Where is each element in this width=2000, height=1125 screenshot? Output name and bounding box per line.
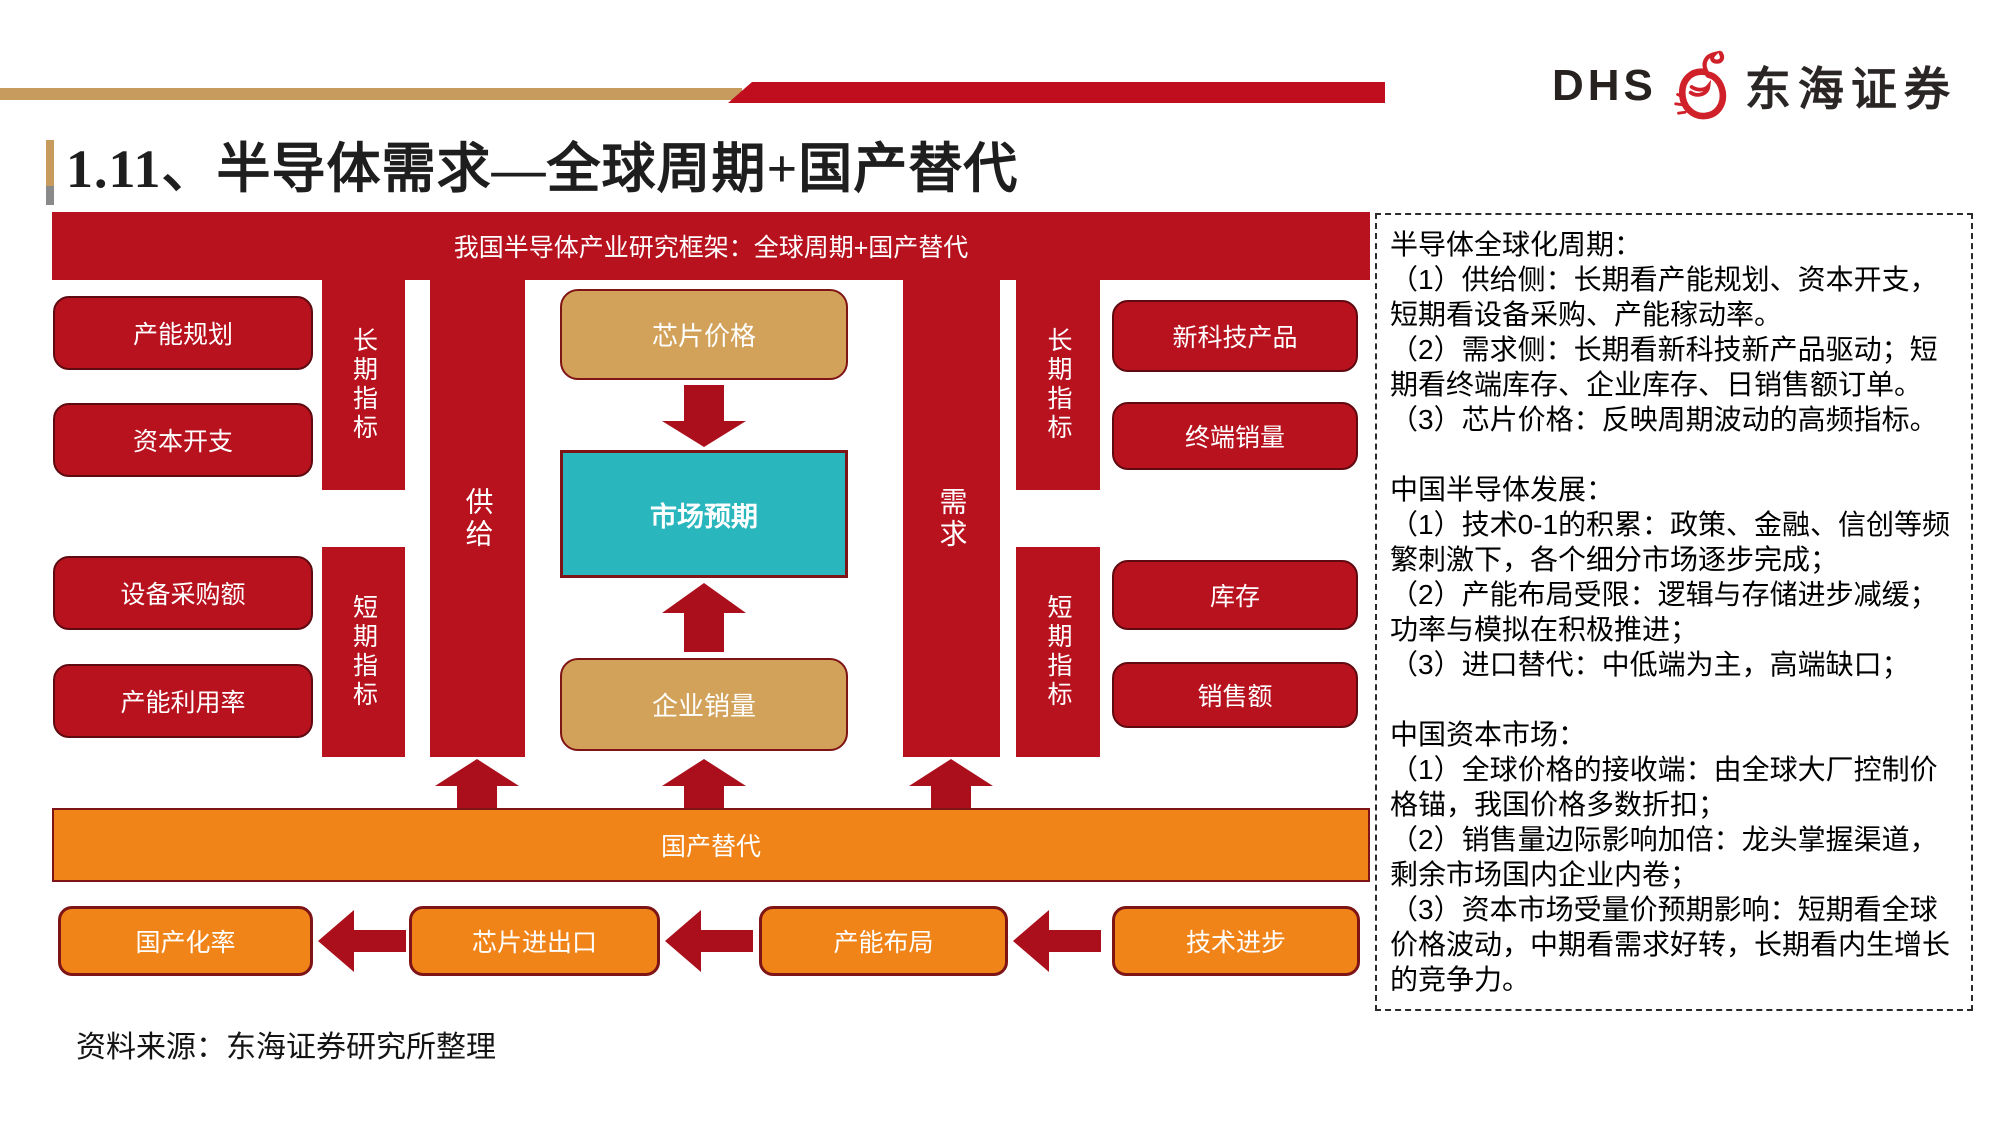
header-gold-bar	[0, 88, 742, 100]
short-term-indicator-left: 短期指标	[322, 547, 405, 757]
header-red-ribbon	[728, 82, 1385, 103]
page-title: 1.11、半导体需求—全球周期+国产替代	[66, 139, 1019, 199]
note-line: （2）销售量边际影响加倍：龙头掌握渠道，剩余市场国内企业内卷；	[1390, 824, 1938, 890]
box-tech-progress: 技术进步	[1112, 906, 1360, 976]
demand-column-label: 需求	[936, 486, 968, 551]
long-term-indicator-right: 长期指标	[1016, 280, 1100, 490]
note-section-global-cycle: 半导体全球化周期： （1）供给侧：长期看产能规划、资本开支，短期看设备采购、产能…	[1390, 227, 1961, 437]
note-section-china-development: 中国半导体发展： （1）技术0-1的积累：政策、金融、信创等频繁刺激下，各个细分…	[1390, 472, 1961, 682]
notes-panel: 半导体全球化周期： （1）供给侧：长期看产能规划、资本开支，短期看设备采购、产能…	[1375, 213, 1973, 1011]
arrow-up-icon	[662, 583, 746, 652]
domestic-substitution-banner: 国产替代	[52, 808, 1370, 882]
source-note: 资料来源：东海证券研究所整理	[76, 1031, 496, 1064]
arrow-down-icon	[662, 385, 746, 447]
left-arrow-3-icon	[1013, 910, 1101, 972]
brand-logo: DHS 东海证券	[1552, 44, 1957, 128]
note-line: （2）产能布局受限：逻辑与存储进步减缓；功率与模拟在积极推进；	[1390, 579, 1938, 645]
note-section-capital-market: 中国资本市场： （1）全球价格的接收端：由全球大厂控制价格锚，我国价格多数折扣；…	[1390, 717, 1961, 997]
short-term-indicator-left-label: 短期指标	[349, 594, 378, 710]
framework-banner: 我国半导体产业研究框架：全球周期+国产替代	[52, 212, 1370, 280]
dhs-wordmark: DHS	[1552, 61, 1657, 110]
note-line: （1）技术0-1的积累：政策、金融、信创等频繁刺激下，各个细分市场逐步完成；	[1390, 509, 1951, 575]
demand-column: 需求	[903, 280, 1000, 757]
title-accent-gray	[46, 186, 54, 205]
note-heading: 半导体全球化周期：	[1390, 229, 1643, 260]
note-line: （3）资本市场受量价预期影响：短期看全球价格波动，中期看需求好转，长期看内生增长…	[1390, 894, 1951, 995]
substitution-up-arrow-supply-icon	[435, 759, 519, 808]
box-capacity-utilization: 产能利用率	[53, 664, 313, 738]
short-term-indicator-right-label: 短期指标	[1044, 594, 1072, 710]
box-chip-import-export: 芯片进出口	[409, 906, 660, 976]
note-line: （1）全球价格的接收端：由全球大厂控制价格锚，我国价格多数折扣；	[1390, 754, 1938, 820]
box-capex: 资本开支	[53, 403, 313, 477]
box-equipment-purchase: 设备采购额	[53, 556, 313, 630]
box-inventory: 库存	[1112, 560, 1358, 630]
supply-column: 供给	[430, 280, 525, 757]
note-heading: 中国资本市场：	[1390, 719, 1587, 750]
box-new-tech-product: 新科技产品	[1112, 300, 1358, 372]
dragon-emblem-icon	[1671, 47, 1731, 125]
supply-column-label: 供给	[462, 486, 494, 551]
short-term-indicator-right: 短期指标	[1016, 547, 1100, 757]
title-accent-gold	[46, 140, 54, 186]
brand-cn-wordmark: 东海证券	[1744, 64, 1957, 115]
left-arrow-1-icon	[318, 910, 406, 972]
box-terminal-sales: 终端销量	[1112, 402, 1358, 470]
substitution-up-arrow-demand-icon	[909, 759, 993, 808]
left-arrow-2-icon	[665, 910, 753, 972]
note-heading: 中国半导体发展：	[1390, 474, 1615, 505]
long-term-indicator-left: 长期指标	[322, 280, 405, 490]
note-line: （3）芯片价格：反映周期波动的高频指标。	[1390, 404, 1938, 435]
note-line: （2）需求侧：长期看新科技新产品驱动；短期看终端库存、企业库存、日销售额订单。	[1390, 334, 1938, 400]
note-line: （1）供给侧：长期看产能规划、资本开支，短期看设备采购、产能稼动率。	[1390, 264, 1938, 330]
market-expectation-box: 市场预期	[560, 450, 848, 578]
box-capacity-planning: 产能规划	[53, 296, 313, 370]
chip-price-box: 芯片价格	[560, 289, 848, 380]
long-term-indicator-right-label: 长期指标	[1044, 327, 1072, 443]
box-capacity-layout: 产能布局	[759, 906, 1008, 976]
substitution-up-arrow-center-icon	[662, 759, 746, 808]
enterprise-sales-box: 企业销量	[560, 658, 848, 751]
box-sales-amount: 销售额	[1112, 662, 1358, 728]
note-line: （3）进口替代：中低端为主，高端缺口；	[1390, 649, 1910, 680]
box-localization-rate: 国产化率	[58, 906, 313, 976]
long-term-indicator-left-label: 长期指标	[349, 327, 378, 443]
